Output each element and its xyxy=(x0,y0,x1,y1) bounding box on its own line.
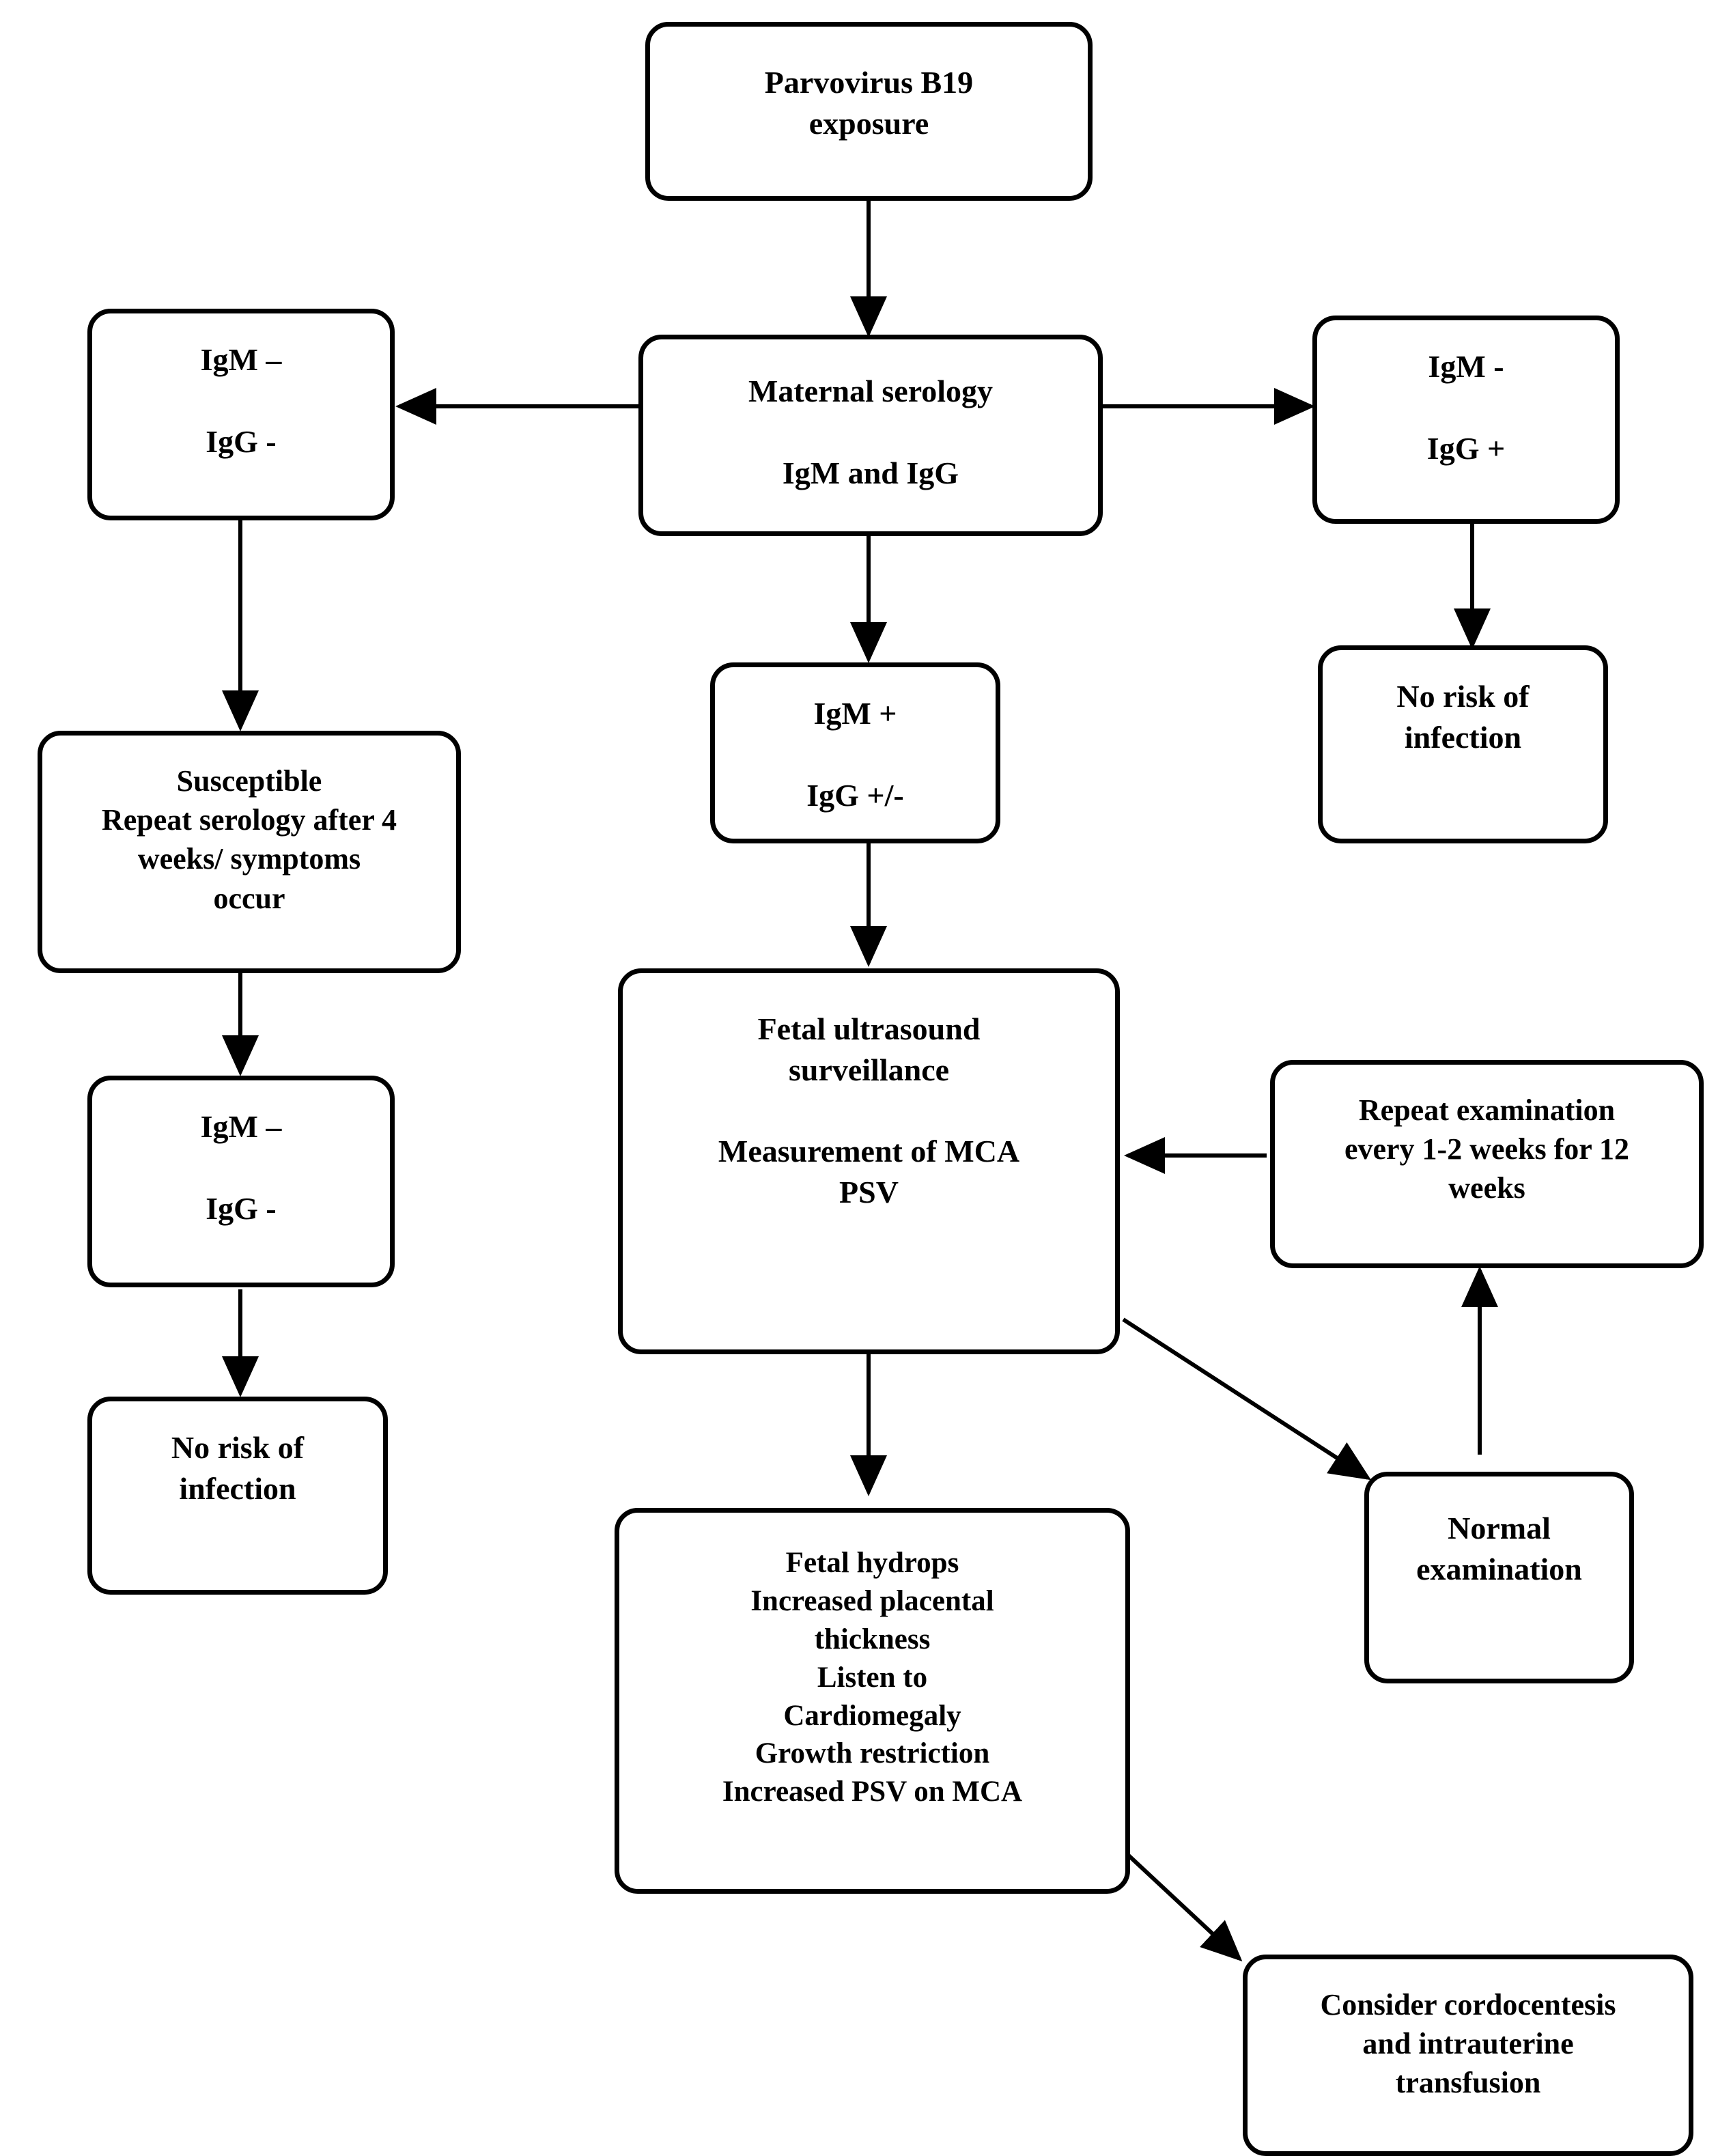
edge-fetal-ultrasound-to-normal-examination xyxy=(1122,1317,1372,1481)
node-fetal-hydrops-findings-label: Fetal hydrops Increased placental thickn… xyxy=(722,1547,1023,1808)
node-igm-pos[interactable]: IgM + IgG +/- xyxy=(710,662,1000,843)
node-maternal-serology-label: Maternal serology IgM and IgG xyxy=(748,374,994,490)
node-consider-cordocentesis[interactable]: Consider cordocentesis and intrauterine … xyxy=(1243,1955,1693,2156)
node-repeat-examination-label: Repeat examination every 1-2 weeks for 1… xyxy=(1344,1093,1630,1205)
node-igm-pos-label: IgM + IgG +/- xyxy=(806,696,904,813)
node-igm-neg-igg-pos-right[interactable]: IgM - IgG + xyxy=(1312,316,1620,524)
node-parvovirus-exposure[interactable]: Parvovirus B19 exposure xyxy=(645,22,1093,201)
node-susceptible-repeat-serology-label: Susceptible Repeat serology after 4 week… xyxy=(101,764,397,915)
node-igm-neg-igg-neg-repeat[interactable]: IgM – IgG - xyxy=(87,1076,395,1287)
node-normal-examination-label: Normal examination xyxy=(1416,1511,1582,1586)
node-fetal-ultrasound-surveillance-label: Fetal ultrasound surveillance Measuremen… xyxy=(718,1011,1020,1210)
node-no-risk-of-infection-right[interactable]: No risk of infection xyxy=(1318,645,1608,843)
node-parvovirus-exposure-label: Parvovirus B19 exposure xyxy=(764,65,974,141)
node-fetal-ultrasound-surveillance[interactable]: Fetal ultrasound surveillance Measuremen… xyxy=(618,968,1120,1354)
node-consider-cordocentesis-label: Consider cordocentesis and intrauterine … xyxy=(1320,1988,1616,2100)
node-igm-neg-igg-neg-left-label: IgM – IgG - xyxy=(200,342,282,459)
node-fetal-hydrops-findings[interactable]: Fetal hydrops Increased placental thickn… xyxy=(615,1508,1130,1894)
node-no-risk-of-infection-left-label: No risk of infection xyxy=(171,1430,305,1506)
node-igm-neg-igg-neg-left[interactable]: IgM – IgG - xyxy=(87,309,395,520)
node-repeat-examination[interactable]: Repeat examination every 1-2 weeks for 1… xyxy=(1270,1060,1704,1268)
node-maternal-serology[interactable]: Maternal serology IgM and IgG xyxy=(638,335,1103,536)
node-igm-neg-igg-pos-right-label: IgM - IgG + xyxy=(1426,349,1506,466)
node-no-risk-of-infection-right-label: No risk of infection xyxy=(1396,679,1530,755)
edge-fetal-hydrops-to-cordocentesis xyxy=(1118,1845,1243,1962)
node-igm-neg-igg-neg-repeat-label: IgM – IgG - xyxy=(200,1109,282,1226)
node-normal-examination[interactable]: Normal examination xyxy=(1364,1472,1634,1683)
node-no-risk-of-infection-left[interactable]: No risk of infection xyxy=(87,1397,388,1595)
node-susceptible-repeat-serology[interactable]: Susceptible Repeat serology after 4 week… xyxy=(38,731,461,973)
